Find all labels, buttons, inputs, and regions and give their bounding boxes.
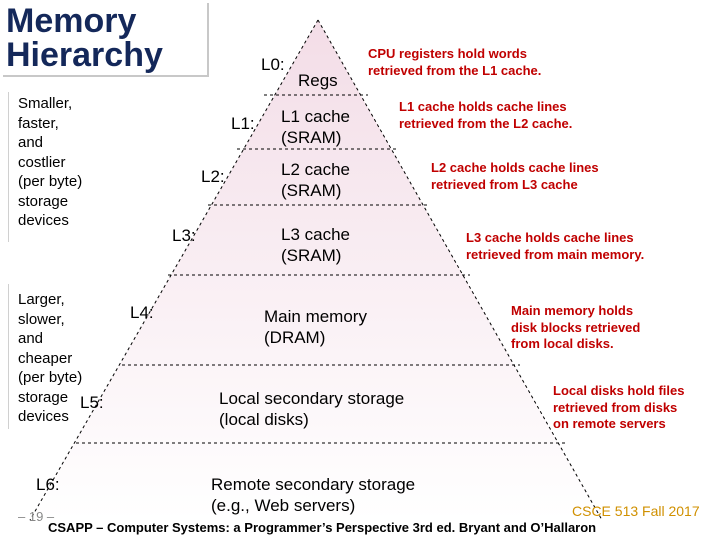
note-l0: CPU registers hold words retrieved from … [368,46,542,78]
level-label-l5: L5: [80,393,104,412]
note-l1: L1 cache holds cache lines retrieved fro… [399,99,573,131]
pyramid-body [30,20,602,520]
tier-registers: Regs [298,71,338,90]
note-l3: L3 cache holds cache lines retrieved fro… [466,230,645,262]
tier-remote-storage: Remote secondary storage (e.g., Web serv… [211,475,416,515]
side-text-bottom: Larger, slower, and cheaper (per byte) s… [18,291,83,425]
citation-text: CSAPP – Computer Systems: a Programmer’s… [48,520,597,535]
citation-footer: CSAPP – Computer Systems: a Programmer’s… [48,520,596,535]
side-divider-line [8,92,9,242]
level-label-l3: L3: [172,226,196,245]
tier-l3-cache: L3 cache (SRAM) [281,225,350,265]
note-l5: Local disks hold files retrieved from di… [553,383,685,431]
title-box [3,3,209,77]
side-text-top: Smaller, faster, and costlier (per byte)… [18,95,83,229]
tier-l1-cache: L1 cache (SRAM) [281,107,350,147]
level-label-l4: L4: [130,303,154,322]
level-label-l6: L6: [36,475,60,494]
tier-main-memory: Main memory (DRAM) [264,307,367,347]
level-label-l2: L2: [201,167,225,186]
tier-l2-cache: L2 cache (SRAM) [281,160,350,200]
note-l2: L2 cache holds cache lines retrieved fro… [431,160,599,192]
course-label: CSCE 513 Fall 2017 [572,503,700,519]
level-label-l0: L0: [261,55,285,74]
tier-local-storage: Local secondary storage (local disks) [219,389,405,429]
page-title: Memory Hierarchy [6,2,163,74]
page-number: – 19 – [18,509,55,524]
note-l4: Main memory holds disk blocks retrieved … [511,303,641,351]
side-divider-line [8,284,9,429]
pyramid-edge-left [29,19,319,521]
level-label-l1: L1: [231,114,255,133]
